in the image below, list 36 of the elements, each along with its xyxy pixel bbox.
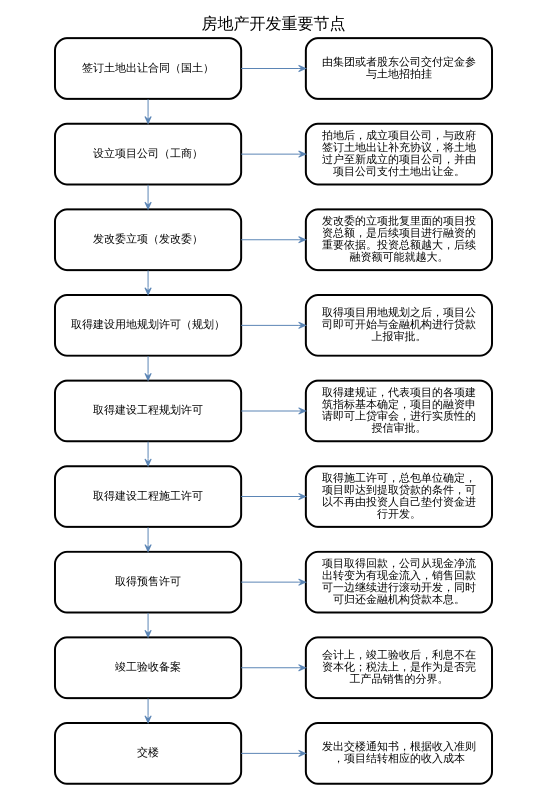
arrow	[144, 356, 152, 381]
arrow	[144, 526, 152, 552]
node-box: 会计上，竣工验收后，利息不在资本化；税法上，是作为是否完工产品销售的分界。	[304, 636, 494, 700]
node-box: 发改委立项（发改委）	[54, 208, 242, 272]
arrow	[144, 698, 152, 724]
arrow	[240, 664, 306, 672]
node-box: 取得建设工程规划许可	[54, 380, 242, 442]
node-box: 发出交楼通知书，根据收入准则，项目结转相应的收入成本	[304, 722, 494, 785]
arrow	[240, 492, 306, 500]
node-box: 由集团或者股东公司交付定金参与土地招拍挂	[304, 37, 494, 100]
node-box: 竣工验收备案	[54, 636, 242, 700]
node-box: 签订土地出让合同（国土）	[54, 37, 242, 100]
arrow	[240, 236, 306, 244]
diagram-title: 房地产开发重要节点	[202, 14, 346, 33]
arrow	[144, 612, 152, 638]
node-box: 拍地后，成立项目公司，与政府签订土地出让补充协议，将土地过户至新成立的项目公司，并由项目公司支付土地出让金。	[304, 122, 494, 186]
arrow	[144, 98, 152, 124]
arrow	[144, 441, 152, 466]
arrow	[240, 150, 306, 158]
arrow	[240, 578, 306, 586]
arrow	[144, 184, 152, 210]
arrow	[240, 64, 306, 72]
node-box: 设立项目公司（工商）	[54, 122, 242, 186]
arrow	[240, 750, 306, 758]
node-box: 取得建设工程施工许可	[54, 465, 242, 528]
arrow	[240, 407, 306, 415]
arrow	[240, 322, 306, 329]
node-box: 项目取得回款，公司从现金净流出转变为有现金流入，销售回款可一边继续进行滚动开发，同时可归还金融机构贷款本息。	[304, 550, 494, 614]
node-box: 取得建设用地规划许可（规划）	[54, 294, 242, 357]
node-box: 取得施工许可，总包单位确定，项目即达到提取贷款的条件，可以不再由投资人自己垫付资金进行开发。	[304, 465, 494, 528]
arrow	[144, 270, 152, 296]
node-box: 取得预售许可	[54, 550, 242, 614]
node-box: 取得项目用地规划之后，项目公司即可开始与金融机构进行贷款上报审批。	[304, 294, 494, 357]
node-box: 取得建规证，代表项目的各项建筑指标基本确定，项目的融资申请即可上贷审会，进行实质性的授信审批。	[304, 380, 494, 442]
node-box: 交楼	[54, 722, 242, 785]
node-box: 发改委的立项批复里面的项目投资总额，是后续项目进行融资的重要依据。投资总额越大，后续融资额可能就越大。	[304, 208, 494, 272]
